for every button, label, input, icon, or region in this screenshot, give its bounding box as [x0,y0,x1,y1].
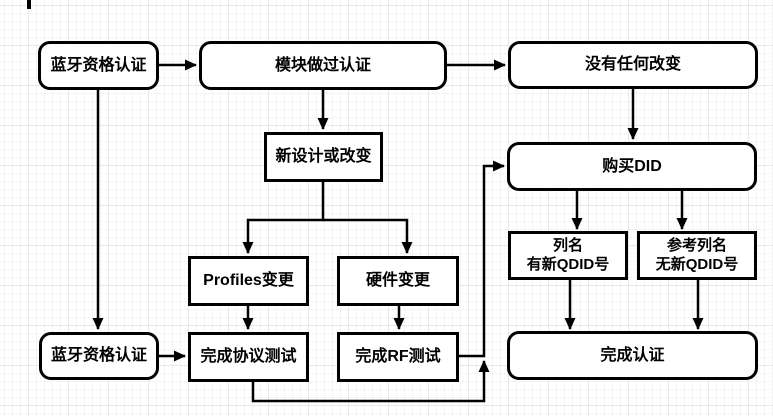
node-ref-no-qdid-label: 参考列名 无新QDID号 [655,236,739,273]
edge-protocoltest-to-buydid[interactable] [251,360,490,403]
node-new-design-label: 新设计或改变 [275,148,372,165]
node-new-design[interactable]: 新设计或改变 [264,132,383,182]
node-hardware-change[interactable]: 硬件变更 [337,256,459,306]
node-listed-new-qdid[interactable]: 列名 有新QDID号 [508,231,628,280]
node-no-change-label: 没有任何改变 [584,56,681,73]
edge-newdesign-to-hardware[interactable] [323,218,413,254]
node-bt-cert-top[interactable]: 蓝牙资格认证 [38,41,159,90]
node-bt-cert-bottom-label: 蓝牙资格认证 [50,347,147,364]
node-bt-cert-top-label: 蓝牙资格认证 [50,56,147,74]
node-rf-test[interactable]: 完成RF测试 [337,332,459,382]
node-profiles-change-label: Profiles变更 [203,272,294,289]
node-hardware-change-label: 硬件变更 [365,272,430,289]
node-rf-test-label: 完成RF测试 [355,348,441,365]
node-protocol-test-label: 完成协议测试 [200,348,297,365]
node-buy-did[interactable]: 购买DID [507,142,757,191]
node-module-certified[interactable]: 模块做过认证 [199,41,447,90]
node-cert-complete[interactable]: 完成认证 [507,331,758,380]
edge-rftest-to-buydid[interactable] [459,160,505,358]
node-no-change[interactable]: 没有任何改变 [508,41,758,89]
node-buy-did-label: 购买DID [602,157,662,175]
node-protocol-test[interactable]: 完成协议测试 [188,332,309,382]
cropped-shape-artifact [27,0,31,9]
node-listed-new-qdid-label: 列名 有新QDID号 [526,236,610,273]
node-ref-no-qdid[interactable]: 参考列名 无新QDID号 [637,231,757,280]
node-module-certified-label: 模块做过认证 [274,56,371,74]
edge-newdesign-to-profiles[interactable] [242,182,325,254]
node-bt-cert-bottom[interactable]: 蓝牙资格认证 [39,332,159,380]
node-cert-complete-label: 完成认证 [600,346,665,364]
node-profiles-change[interactable]: Profiles变更 [188,256,309,306]
